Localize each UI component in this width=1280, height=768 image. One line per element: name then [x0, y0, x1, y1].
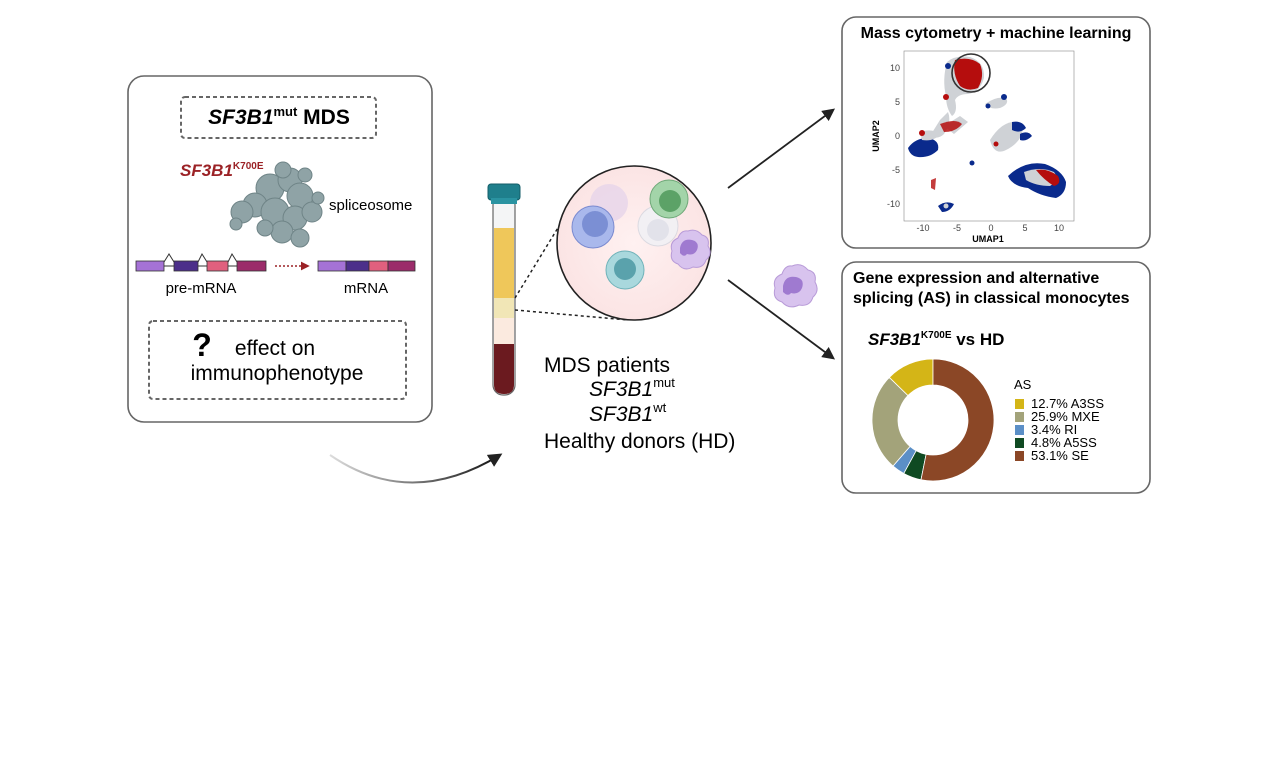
umap-axes: -10 -5 0 5 10 10 5 0 -5 -10	[887, 63, 1064, 233]
y-tick-label: 10	[890, 63, 900, 73]
cohort-hd: Healthy donors (HD)	[544, 430, 735, 453]
legend-swatch	[1015, 425, 1024, 435]
title-box	[180, 96, 377, 139]
pre-mrna-label: pre-mRNA	[166, 280, 237, 297]
faded-cell-nucleus	[647, 219, 669, 241]
question-box	[148, 320, 407, 400]
donut-slice-a5ss	[903, 450, 927, 481]
legend-label: 3.4% RI	[1031, 422, 1077, 437]
zoom-line-bottom	[514, 309, 629, 321]
as-donut-chart	[871, 358, 995, 482]
y-tick-label: 0	[895, 131, 900, 141]
x-tick-label: 10	[1054, 223, 1064, 233]
cohort-mut: SF3B1mut	[589, 375, 675, 401]
legend-title: AS	[1014, 377, 1032, 392]
as-subtitle: SF3B1K700E vs HD	[868, 330, 1004, 349]
y-tick-label: -10	[887, 199, 900, 209]
cohort-list: MDS patients SF3B1mut SF3B1wt Healthy do…	[544, 354, 735, 453]
donut-slice-se	[920, 358, 995, 482]
green-cell-nucleus	[659, 190, 681, 212]
legend-swatch	[1015, 399, 1024, 409]
donut-slice-ri	[892, 445, 917, 475]
legend-swatch	[1015, 412, 1024, 422]
blood-tube-icon	[487, 183, 521, 396]
spliceosome-icon	[229, 161, 325, 248]
effect-line2: immunophenotype	[191, 362, 364, 385]
curved-arrow	[329, 453, 503, 484]
mrna-diagram	[317, 260, 416, 272]
arrow-to-umap	[727, 108, 836, 189]
legend-label: 12.7% A3SS	[1031, 396, 1104, 411]
y-tick-label: -5	[892, 165, 900, 175]
legend-label: 4.8% A5SS	[1031, 435, 1097, 450]
mutation-label: SF3B1K700E	[180, 161, 264, 180]
as-title-line1: Gene expression and alternative	[853, 270, 1099, 287]
left-panel: SF3B1mut MDS SF3B1K700E spliceosome	[127, 75, 433, 423]
as-title-line2: splicing (AS) in classical monocytes	[853, 290, 1130, 307]
x-tick-label: -5	[953, 223, 961, 233]
umap-xlabel: UMAP1	[972, 234, 1004, 244]
teal-cell-nucleus	[614, 258, 636, 280]
question-mark: ?	[192, 327, 212, 363]
monocyte-icon	[670, 229, 711, 270]
donut-slice-mxe	[871, 376, 911, 467]
arrow-to-as	[727, 279, 836, 360]
legend-label: 25.9% MXE	[1031, 409, 1100, 424]
spliceosome-label: spliceosome	[329, 197, 412, 214]
left-panel-title: SF3B1mut MDS	[208, 104, 350, 129]
mrna-label: mRNA	[344, 280, 388, 297]
pbmc-circle	[556, 165, 712, 321]
x-tick-label: -10	[916, 223, 929, 233]
umap-panel: Mass cytometry + machine learning	[841, 16, 1151, 249]
legend-swatch	[1015, 451, 1024, 461]
cohort-wt: SF3B1wt	[589, 400, 667, 426]
y-tick-label: 5	[895, 97, 900, 107]
x-tick-label: 0	[988, 223, 993, 233]
lymphocyte-nucleus	[582, 211, 608, 237]
umap-ylabel: UMAP2	[871, 120, 881, 152]
x-tick-label: 5	[1022, 223, 1027, 233]
effect-line1: effect on	[235, 337, 315, 360]
floating-monocyte-icon	[773, 264, 818, 308]
legend-swatch	[1015, 438, 1024, 448]
zoom-line-top	[514, 199, 576, 299]
legend-label: 53.1% SE	[1031, 448, 1089, 463]
as-panel: Gene expression and alternative splicing…	[841, 261, 1151, 494]
umap-clusters	[908, 53, 1066, 212]
pre-mrna-diagram	[135, 252, 267, 272]
cohort-mds: MDS patients	[544, 354, 670, 377]
umap-title: Mass cytometry + machine learning	[861, 25, 1132, 42]
